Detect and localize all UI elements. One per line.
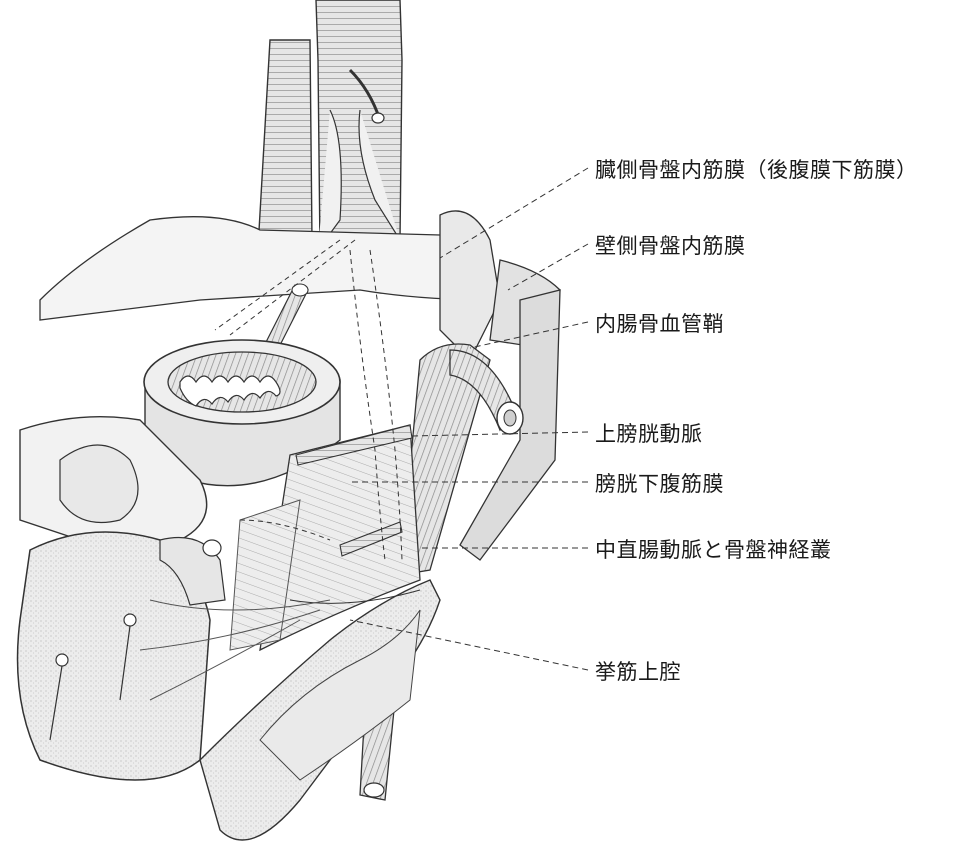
label-internal-iliac-vascular-sheath: 内腸骨血管鞘 (595, 308, 724, 338)
label-supralevator-space: 挙筋上腔 (595, 656, 681, 686)
label-vesicohypogastric-fascia: 膀胱下腹筋膜 (595, 468, 724, 498)
great-vessels (258, 0, 402, 250)
label-superior-vesical-artery: 上膀胱動脈 (595, 418, 703, 448)
label-visceral-endopelvic-fascia: 臓側骨盤内筋膜（後腹膜下筋膜） (595, 154, 918, 184)
label-middle-rectal-artery-pelvic-plexus: 中直腸動脈と骨盤神経叢 (595, 534, 832, 564)
label-parietal-endopelvic-fascia: 壁側骨盤内筋膜 (595, 230, 746, 260)
